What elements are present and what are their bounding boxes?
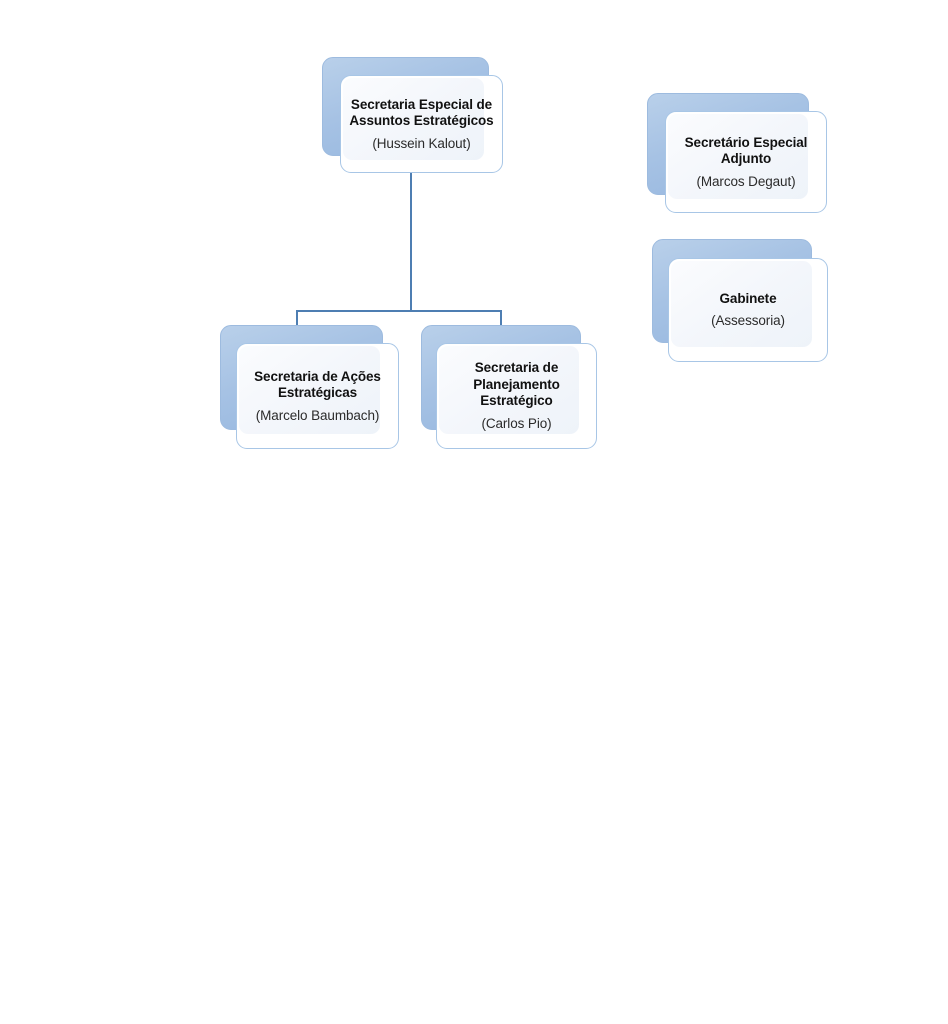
node-label-block: Secretário Especial Adjunto (Marcos Dega… <box>665 111 827 213</box>
org-node-secretario-especial-adjunto[interactable]: Secretário Especial Adjunto (Marcos Dega… <box>647 93 827 213</box>
node-person: (Marcelo Baumbach) <box>255 407 380 423</box>
node-title: Secretaria de Ações Estratégicas <box>254 368 381 401</box>
connector-horizontal-bus <box>296 310 502 312</box>
node-person: (Carlos Pio) <box>481 415 552 431</box>
connector-drop-left <box>296 310 298 332</box>
org-node-secretaria-acoes-estrategicas[interactable]: Secretaria de Ações Estratégicas (Marcel… <box>220 325 399 449</box>
node-title: Secretaria Especial de Assuntos Estratég… <box>349 96 494 129</box>
node-title: Secretaria de Planejamento Estratégico <box>473 360 560 409</box>
node-title: Secretário Especial Adjunto <box>684 134 808 167</box>
node-inner-panel <box>343 78 484 160</box>
node-title: Gabinete <box>719 290 777 306</box>
node-label-block: Secretaria Especial de Assuntos Estratég… <box>340 75 503 173</box>
org-node-gabinete[interactable]: Gabinete (Assessoria) <box>652 239 828 362</box>
node-person: (Assessoria) <box>711 313 785 329</box>
node-person: (Marcos Degaut) <box>696 173 796 189</box>
node-inner-panel <box>239 346 380 434</box>
node-label-block: Secretaria de Planejamento Estratégico (… <box>436 343 597 449</box>
node-inner-panel <box>671 261 812 347</box>
node-label-block: Gabinete (Assessoria) <box>668 258 828 362</box>
connector-drop-right <box>500 310 502 332</box>
node-inner-panel <box>439 346 579 434</box>
node-person: (Hussein Kalout) <box>372 135 471 151</box>
connector-root-trunk <box>410 171 412 312</box>
org-node-secretaria-especial-assuntos-estrategicos[interactable]: Secretaria Especial de Assuntos Estratég… <box>322 57 503 173</box>
org-node-secretaria-planejamento-estrategico[interactable]: Secretaria de Planejamento Estratégico (… <box>421 325 597 449</box>
node-inner-panel <box>668 114 808 199</box>
node-label-block: Secretaria de Ações Estratégicas (Marcel… <box>236 343 399 449</box>
